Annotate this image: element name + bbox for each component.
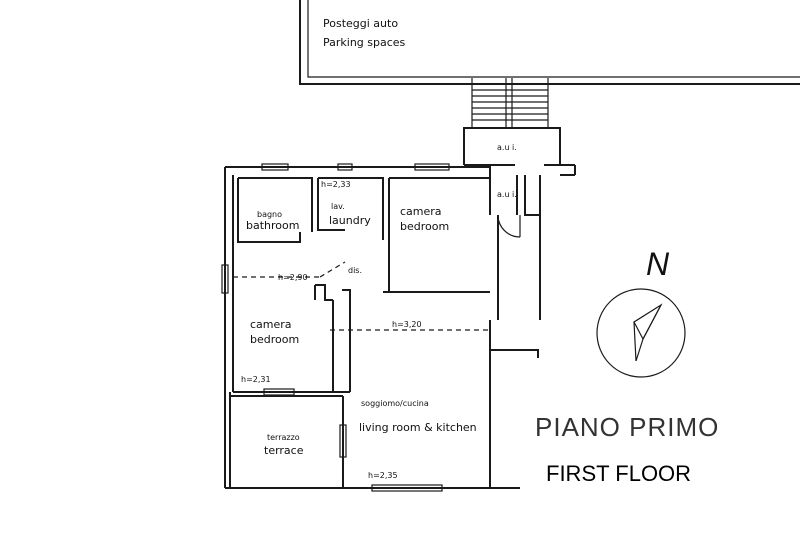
floor-title: PIANO PRIMO <box>535 412 719 442</box>
bathroom-label-it: bagno <box>257 210 282 219</box>
living-label-it: soggiomo/cucina <box>361 399 429 408</box>
bedroom-right-label-1: camera <box>400 205 442 218</box>
parking-area <box>299 0 800 85</box>
aui-blocks <box>463 127 576 320</box>
living-label-en: living room & kitchen <box>359 421 477 434</box>
aui-lower-label: a.u i. <box>497 190 517 199</box>
parking-label-it: Posteggi auto <box>323 17 398 30</box>
staircase <box>471 78 549 127</box>
compass-icon <box>596 288 686 378</box>
bedroom-left-label-2: bedroom <box>250 333 299 346</box>
laundry-height-label: h=2,33 <box>321 180 351 189</box>
terrace-label-en: terrace <box>264 444 304 457</box>
laundry-label-en: laundry <box>329 214 371 227</box>
dis-label: dis. <box>348 266 362 275</box>
apartment-walls <box>221 163 539 492</box>
aui-upper-label: a.u i. <box>497 143 517 152</box>
living-height-label: h=3,20 <box>392 320 422 329</box>
bathroom-label-en: bathroom <box>246 219 299 232</box>
bedroom-left-height-label: h=2,90 <box>278 273 308 282</box>
north-label: N <box>646 246 670 282</box>
terrace-label-it: terrazzo <box>267 433 300 442</box>
parking-label-en: Parking spaces <box>323 36 406 49</box>
living-height2-label: h=2,35 <box>368 471 398 480</box>
bedroom-left-label-1: camera <box>250 318 292 331</box>
floor-subtitle: FIRST FLOOR <box>546 461 691 486</box>
laundry-label-it: lav. <box>331 202 345 211</box>
bedroom-left-height2-label: h=2,31 <box>241 375 271 384</box>
bedroom-right-label-2: bedroom <box>400 220 449 233</box>
